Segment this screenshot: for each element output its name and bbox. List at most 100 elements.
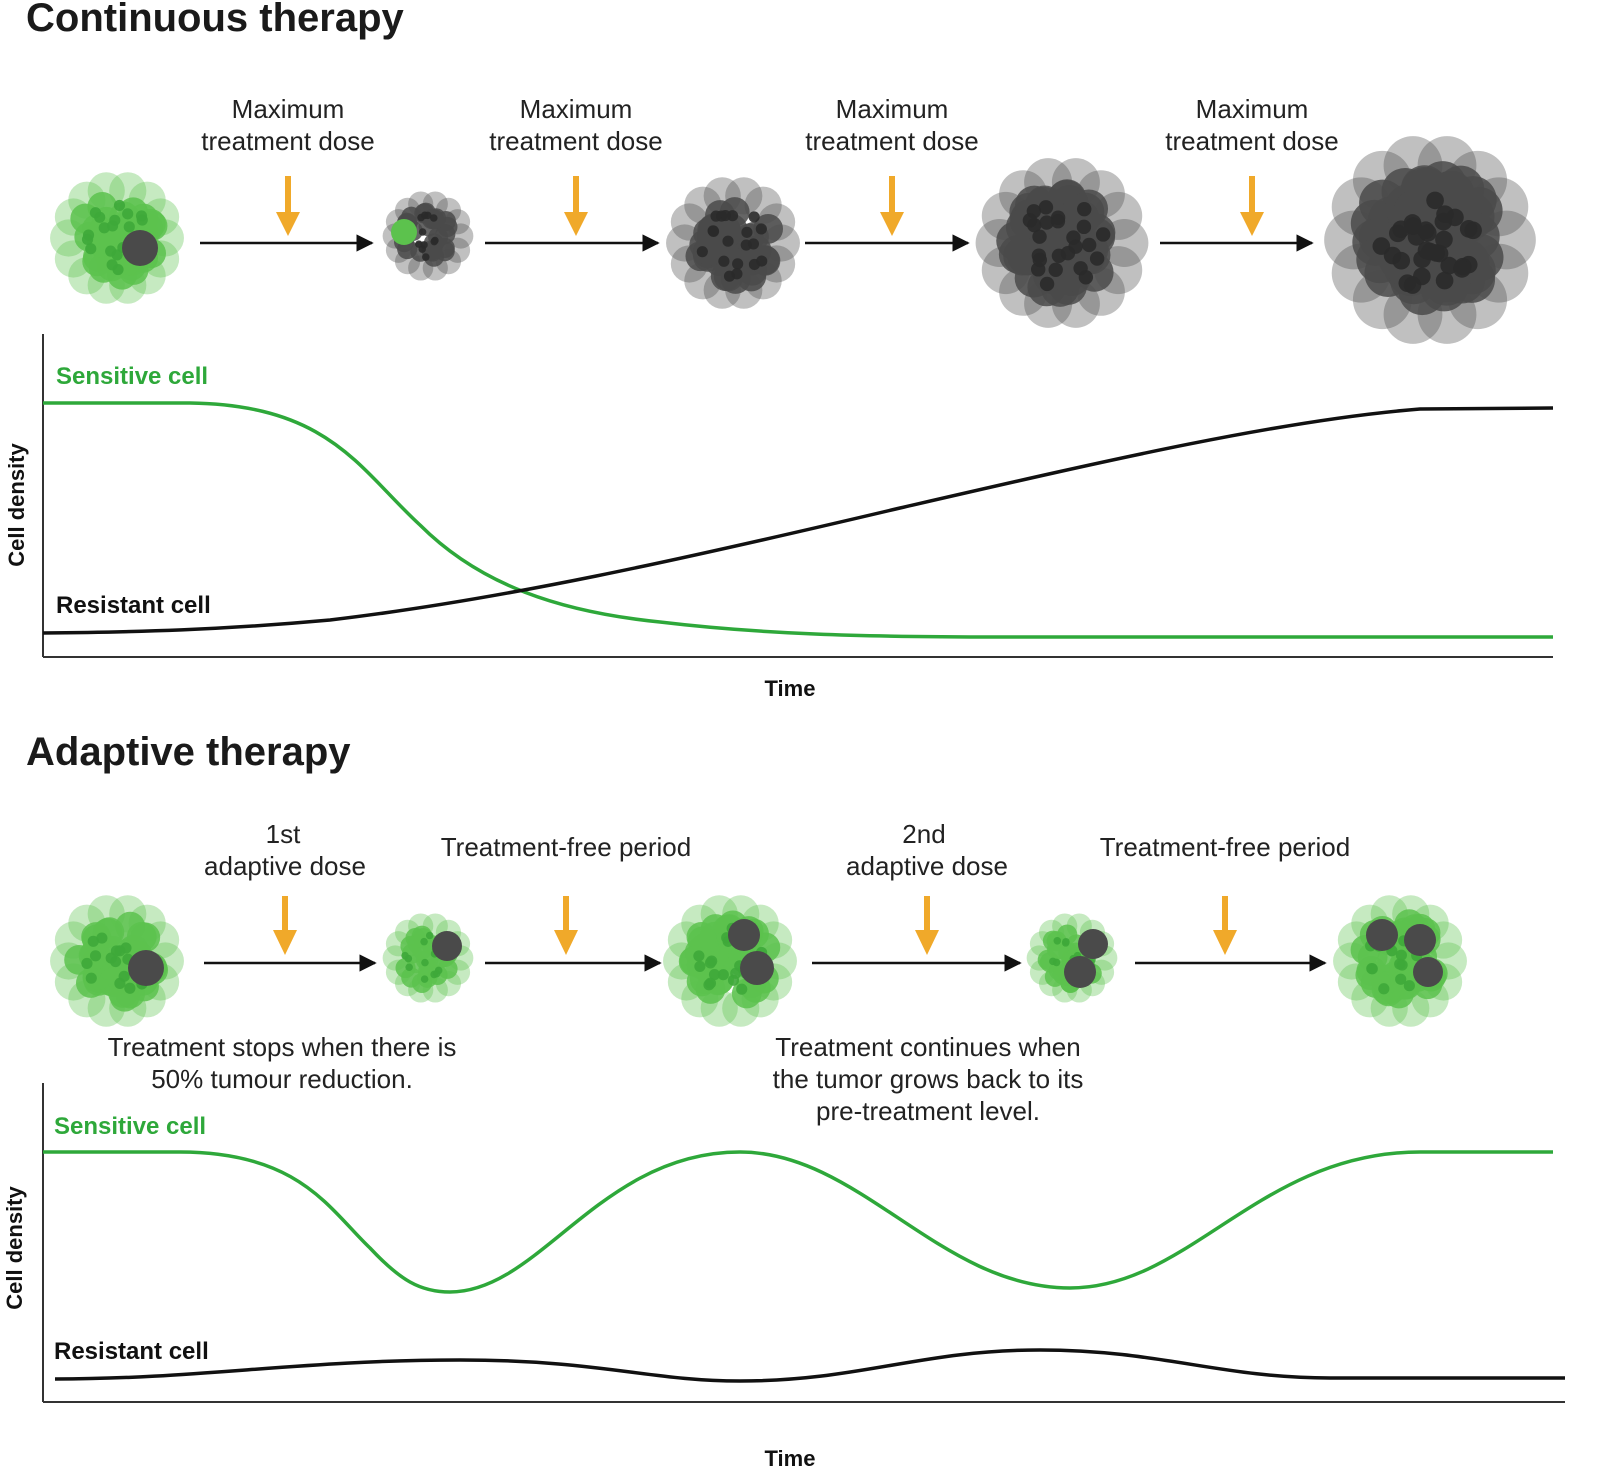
continuous-step-4-line2: treatment dose — [1165, 126, 1338, 156]
cell-nucleus-icon — [1378, 983, 1390, 995]
continuous-tumor-4-icon — [975, 158, 1149, 328]
cell-nucleus-icon — [1032, 229, 1047, 244]
cell-nucleus-icon — [696, 246, 708, 258]
cell-nucleus-icon — [722, 235, 734, 247]
adaptive-note-1-line1: Treatment stops when there is — [108, 1032, 457, 1062]
cell-nucleus-icon — [105, 952, 117, 964]
adaptive-sensitive-curve — [43, 1150, 1553, 1294]
resistant-cell-icon — [1366, 919, 1398, 951]
adaptive-tumor-1-icon — [50, 895, 184, 1027]
cell-nucleus-icon — [87, 935, 99, 947]
cell-icon — [1437, 165, 1485, 213]
adaptive-dose-arrows — [273, 896, 1237, 955]
cell-nucleus-icon — [118, 970, 130, 982]
cell-nucleus-icon — [106, 259, 118, 271]
cell-nucleus-icon — [85, 243, 97, 255]
cell-nucleus-icon — [719, 209, 731, 222]
cell-nucleus-icon — [703, 979, 715, 991]
continuous-dose-arrows — [276, 176, 1264, 236]
cell-nucleus-icon — [1388, 224, 1407, 243]
cell-nucleus-icon — [122, 208, 134, 220]
adaptive-step-1-line2: adaptive dose — [204, 851, 366, 881]
adaptive-note-2-line1: Treatment continues when — [775, 1032, 1080, 1062]
adaptive-step-2-line2: Treatment-free period — [441, 832, 691, 862]
cell-nucleus-icon — [85, 972, 97, 984]
cell-nucleus-icon — [425, 931, 434, 940]
cell-nucleus-icon — [1403, 980, 1415, 992]
cell-nucleus-icon — [113, 199, 126, 212]
cell-nucleus-icon — [1416, 221, 1435, 240]
dose-arrow-icon — [1240, 176, 1264, 236]
adaptive-tumor-4-icon — [1026, 913, 1118, 1003]
cell-nucleus-icon — [123, 221, 135, 233]
cell-nucleus-icon — [418, 228, 427, 236]
cell-nucleus-icon — [1049, 957, 1057, 966]
cell-nucleus-icon — [1435, 271, 1454, 290]
cell-nucleus-icon — [1366, 963, 1378, 975]
continuous-tumor-1-icon — [50, 172, 184, 304]
cell-nucleus-icon — [421, 958, 429, 967]
cell-nucleus-icon — [741, 226, 753, 238]
adaptive-notes: Treatment stops when there is 50% tumour… — [108, 1032, 1084, 1126]
cell-nucleus-icon — [1435, 230, 1453, 249]
cell-nucleus-icon — [1038, 200, 1054, 215]
continuous-step-1-line2: treatment dose — [201, 126, 374, 156]
cell-nucleus-icon — [718, 255, 730, 267]
cell-nucleus-icon — [1395, 973, 1407, 985]
cell-nucleus-icon — [1053, 937, 1062, 945]
resistant-cell-icon — [128, 950, 164, 986]
adaptive-step-3-line2: adaptive dose — [846, 851, 1008, 881]
dose-arrow-icon — [273, 896, 297, 955]
resistant-cell-icon — [1413, 957, 1443, 987]
cell-nucleus-icon — [708, 968, 721, 981]
continuous-step-1-line1: Maximum — [232, 94, 345, 124]
adaptive-step-1-line1: 1st — [266, 819, 301, 849]
cell-nucleus-icon — [1077, 201, 1092, 217]
adaptive-resistant-curve — [54, 1348, 1565, 1383]
cell-nucleus-icon — [420, 937, 428, 946]
cell-icon — [401, 967, 422, 988]
resistant-cell-icon — [728, 919, 760, 951]
cell-nucleus-icon — [1078, 270, 1094, 285]
continuous-resistant-curve — [42, 406, 1554, 635]
continuous-step-4-line1: Maximum — [1196, 94, 1309, 124]
cell-nucleus-icon — [732, 258, 744, 270]
cell-icon — [693, 235, 724, 266]
resistant-cell-icon — [1078, 929, 1108, 959]
continuous-y-axis-label: Cell density — [4, 442, 29, 566]
adaptive-step-4-line2: Treatment-free period — [1100, 832, 1350, 862]
dose-arrow-icon — [554, 896, 578, 955]
cell-nucleus-icon — [740, 239, 752, 251]
continuous-tumor-3-icon — [666, 177, 800, 309]
cell-nucleus-icon — [415, 240, 423, 248]
continuous-step-2-line2: treatment dose — [489, 126, 662, 156]
resistant-cell-icon — [1064, 956, 1096, 988]
cell-nucleus-icon — [1060, 246, 1076, 261]
cell-nucleus-icon — [405, 963, 413, 972]
resistant-cell-icon — [122, 230, 158, 266]
cell-nucleus-icon — [1032, 252, 1048, 268]
continuous-tumor-2-icon — [382, 191, 474, 281]
cell-nucleus-icon — [1459, 220, 1478, 238]
cell-icon — [717, 214, 748, 244]
cell-nucleus-icon — [1395, 949, 1407, 961]
cell-nucleus-icon — [710, 210, 722, 222]
adaptive-y-axis-label: Cell density — [2, 1185, 27, 1309]
adaptive-x-axis-label: Time — [765, 1446, 816, 1471]
cell-nucleus-icon — [1081, 237, 1097, 253]
cell-nucleus-icon — [429, 214, 438, 222]
dose-arrow-icon — [276, 176, 300, 236]
adaptive-note-2-line3: pre-treatment level. — [816, 1096, 1040, 1126]
dose-arrow-icon — [915, 896, 939, 955]
cell-nucleus-icon — [755, 223, 767, 235]
continuous-tumor-5-icon — [1324, 136, 1536, 344]
cell-nucleus-icon — [430, 237, 439, 246]
cell-nucleus-icon — [1426, 191, 1444, 210]
resistant-cell-icon — [740, 951, 774, 985]
cell-nucleus-icon — [81, 957, 93, 970]
cell-nucleus-icon — [693, 950, 705, 962]
cell-nucleus-icon — [420, 975, 429, 983]
adaptive-density-chart: Cell density Time Sensitive cell Resista… — [2, 1083, 1565, 1471]
cell-nucleus-icon — [430, 970, 438, 979]
